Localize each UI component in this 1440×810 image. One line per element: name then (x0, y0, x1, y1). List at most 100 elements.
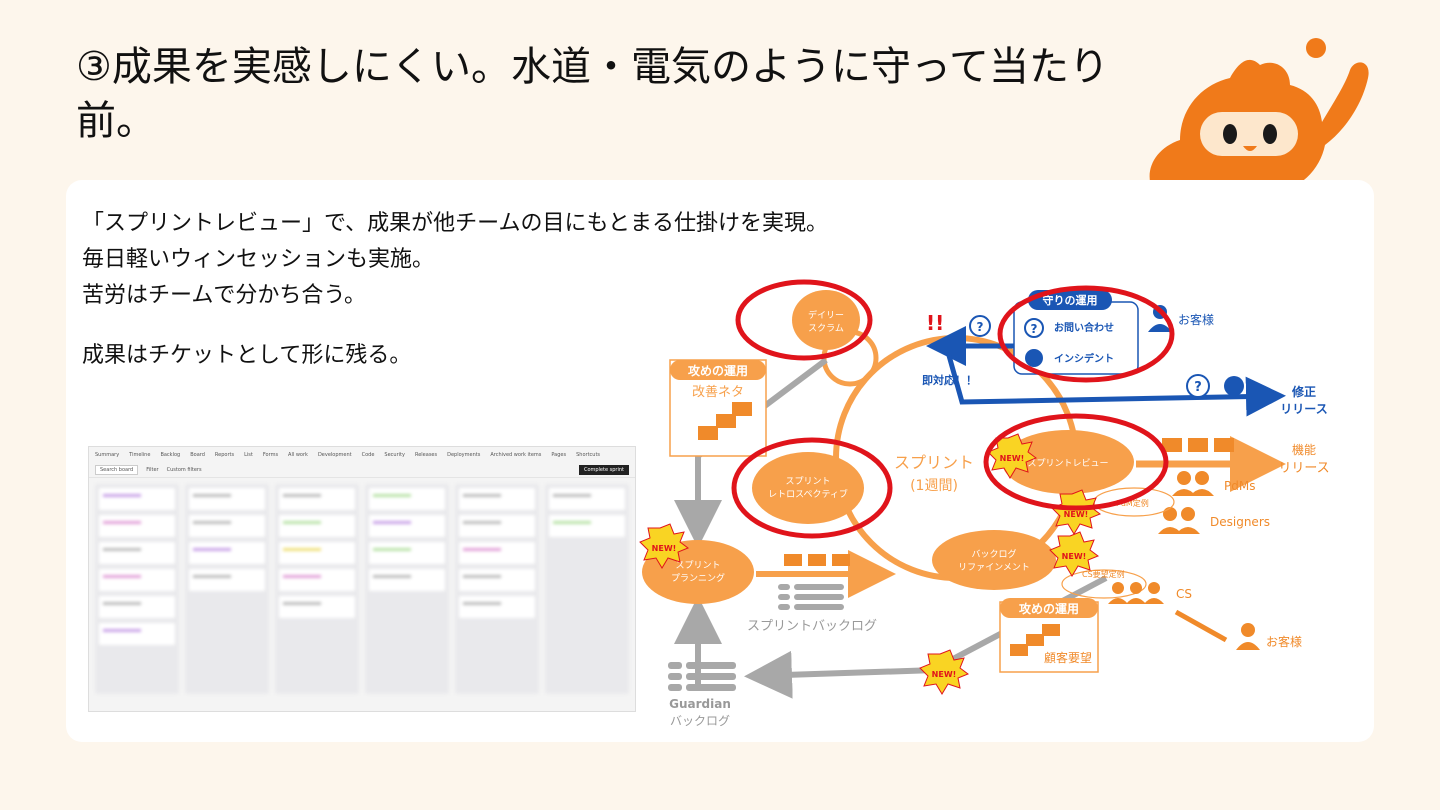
board-card[interactable] (459, 542, 535, 564)
daily-scrum-node (792, 290, 860, 350)
highlight-retrospective (731, 437, 893, 539)
board-card[interactable] (99, 488, 175, 510)
board-card[interactable] (279, 542, 355, 564)
inquiry-label: お問い合わせ (1054, 321, 1114, 334)
svg-text:NEW!: NEW! (1062, 552, 1087, 561)
body-line: 「スプリントレビュー」で、成果が他チームの目にもとまる仕掛けを実現。 (82, 211, 829, 236)
body-line: 苦労はチームで分かち合う。 (82, 283, 367, 308)
board-card[interactable] (549, 515, 625, 537)
board-column (455, 484, 539, 694)
board-card[interactable] (279, 488, 355, 510)
nav-item[interactable]: Releases (414, 452, 438, 458)
customer-icon (1241, 623, 1255, 637)
nav-item[interactable]: Security (384, 452, 405, 458)
nav-item[interactable]: Backlog (160, 452, 181, 458)
nav-item[interactable]: All work (288, 452, 308, 458)
nav-item[interactable]: Reports (214, 452, 235, 458)
daily-scrum-label: デイリー (808, 309, 844, 321)
cs-link (1174, 609, 1228, 643)
board-column (185, 484, 269, 694)
board-column (545, 484, 629, 694)
cs-example-label: CS要望定例 (1082, 569, 1125, 579)
board-card[interactable] (99, 596, 175, 618)
offense-label-bottom: 攻めの運用 (1019, 601, 1079, 616)
sprint-review-node (1002, 430, 1134, 494)
refinement-label: リファインメント (958, 563, 1030, 573)
board-card[interactable] (459, 515, 535, 537)
board-card[interactable] (189, 569, 265, 591)
daily-scrum-label: スクラム (808, 323, 844, 334)
question-icon: ? (1194, 380, 1202, 395)
planning-label: プランニング (671, 572, 725, 584)
nav-item[interactable]: Archived work items (490, 452, 542, 458)
complete-sprint-button[interactable]: Complete sprint (578, 465, 629, 475)
new-badge-icon: NEW! (1049, 531, 1100, 577)
new-badge-icon: NEW! (639, 523, 690, 569)
nav-item[interactable]: Timeline (129, 452, 151, 458)
body-line: 毎日軽いウィンセッションも実施。 (82, 247, 435, 272)
nav-item[interactable]: Development (317, 452, 352, 458)
board-card[interactable] (279, 515, 355, 537)
svg-text:NEW!: NEW! (932, 670, 957, 679)
board-card[interactable] (99, 569, 175, 591)
refinement-label: バックログ (971, 548, 1016, 560)
retrospective-label: レトロスペクティブ (768, 488, 848, 500)
sprint-center-label: スプリント (894, 453, 974, 472)
board-card[interactable] (99, 515, 175, 537)
svg-text:NEW!: NEW! (652, 544, 677, 553)
board-card[interactable] (279, 569, 355, 591)
blue-arrow (945, 351, 1286, 417)
planning-label: スプリント (675, 560, 720, 571)
custom-filters-button[interactable]: Custom filters (166, 467, 202, 473)
board-columns (89, 478, 635, 700)
guardian-backlog-icon (668, 662, 736, 691)
board-card[interactable] (459, 596, 535, 618)
nav-item[interactable]: Deployments (447, 452, 481, 458)
fix-release-label: 修正 (1291, 384, 1316, 399)
cs-people-icon (1108, 582, 1164, 604)
nav-item[interactable]: Summary (95, 452, 120, 458)
board-card[interactable] (99, 623, 175, 645)
offense-box-bottom: 攻めの運用 顧客要望 (999, 598, 1099, 673)
customer-top-label: お客様 (1178, 312, 1214, 327)
customer-request-label: 顧客要望 (1044, 650, 1092, 665)
nav-item[interactable]: Forms (262, 452, 279, 458)
nav-item[interactable]: Board (190, 452, 205, 458)
offense-label-top: 攻めの運用 (688, 363, 748, 378)
highlight-daily-scrum (735, 279, 873, 361)
svg-text:NEW!: NEW! (1000, 454, 1025, 463)
board-card[interactable] (369, 515, 445, 537)
board-card[interactable] (369, 569, 445, 591)
board-card[interactable] (459, 488, 535, 510)
board-nav: Summary Timeline Backlog Board Reports L… (89, 447, 635, 463)
board-card[interactable] (99, 542, 175, 564)
feature-release-label: 機能 (1292, 442, 1316, 457)
incident-icon (1224, 376, 1244, 396)
board-card[interactable] (369, 542, 445, 564)
slide-title: ③成果を実感しにくい。水道・電気のように守って当たり前。 (76, 44, 1110, 144)
pdm-example-label: PdM定例 (1116, 498, 1149, 508)
board-column (275, 484, 359, 694)
nav-item[interactable]: Pages (551, 452, 567, 458)
flow-arrow (744, 650, 937, 699)
search-input[interactable]: Search board (95, 465, 139, 475)
board-card[interactable] (189, 488, 265, 510)
highlight-sprint-review (983, 413, 1169, 511)
pdms-label: PdMs (1224, 479, 1255, 493)
board-card[interactable] (279, 596, 355, 618)
nav-item[interactable]: Shortcuts (576, 452, 601, 458)
filter-button[interactable]: Filter (146, 467, 159, 473)
nav-item[interactable]: List (244, 452, 253, 458)
board-card[interactable] (189, 515, 265, 537)
sprint-backlog-label: スプリントバックログ (747, 619, 877, 634)
feature-release-label: リリース (1278, 461, 1329, 476)
body-text: 「スプリントレビュー」で、成果が他チームの目にもとまる仕掛けを実現。 毎日軽いウ… (82, 206, 828, 374)
board-card[interactable] (369, 488, 445, 510)
designers-label: Designers (1210, 515, 1270, 529)
nav-item[interactable]: Code (361, 452, 375, 458)
fix-release-label: リリース (1280, 402, 1327, 416)
board-card[interactable] (459, 569, 535, 591)
board-card[interactable] (549, 488, 625, 510)
new-badge-icon: NEW! (1051, 489, 1102, 535)
board-card[interactable] (189, 542, 265, 564)
